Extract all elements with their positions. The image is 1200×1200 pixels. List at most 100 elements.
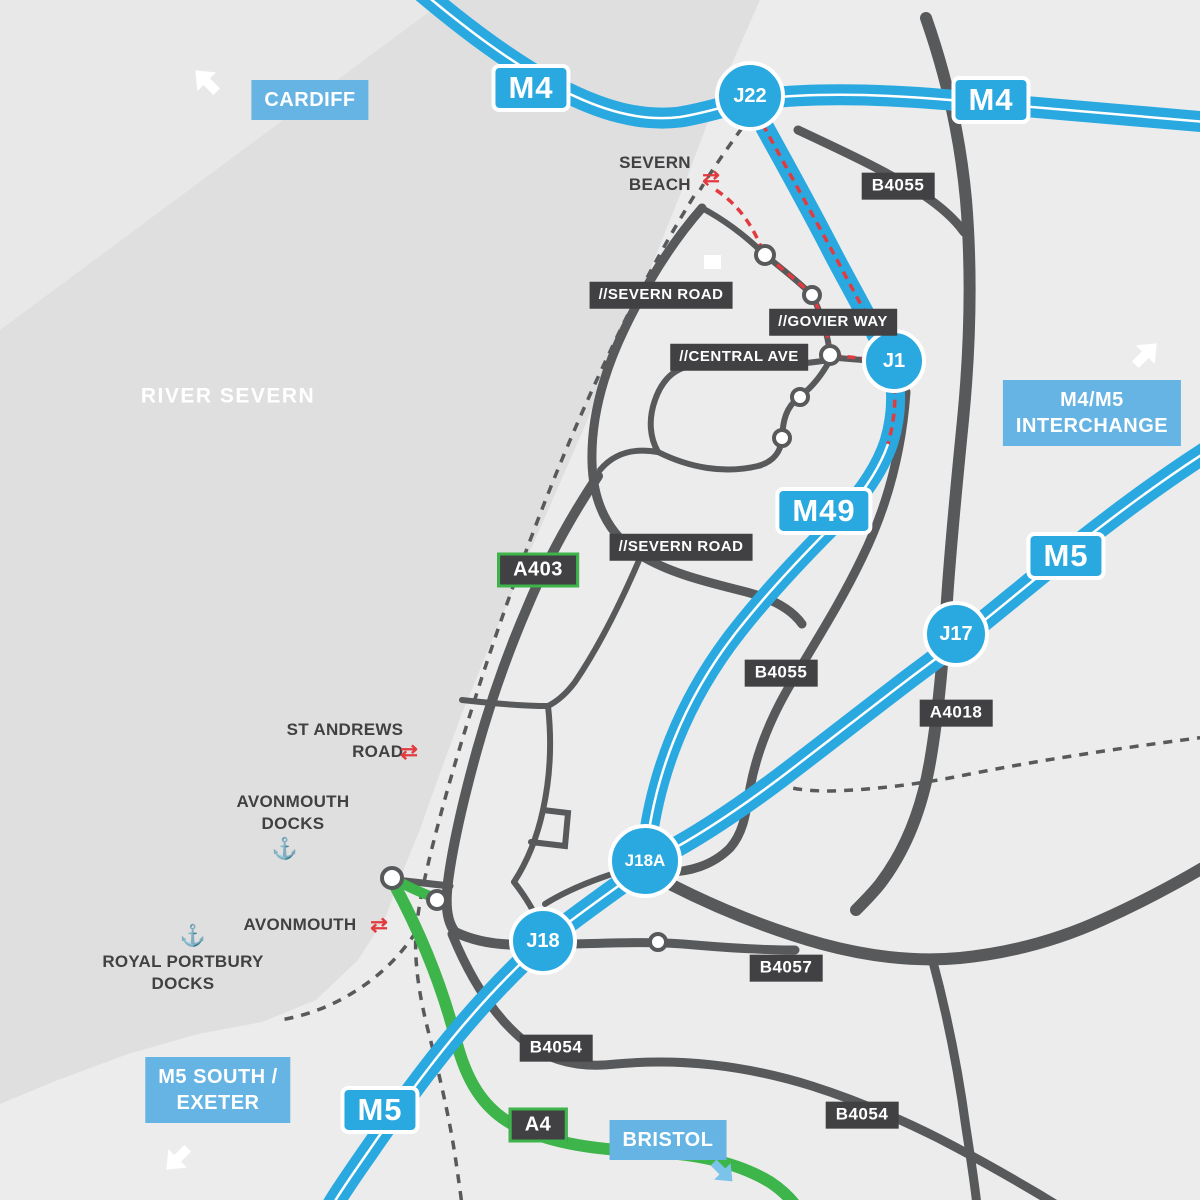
- loop-west-connector: [597, 447, 661, 473]
- rail-icon: ⇄: [702, 166, 720, 190]
- junction-text: J22: [733, 84, 767, 107]
- m4-badge-east: M4: [951, 75, 1031, 125]
- severn-beach-rail-icon: ⇄: [702, 168, 720, 189]
- govier-way-badge: //GOVIER WAY: [769, 308, 897, 336]
- junction-text: J18: [526, 929, 560, 952]
- severn-road-badge-north: //SEVERN ROAD: [589, 281, 733, 309]
- badge-text: A4018: [929, 702, 983, 722]
- label-line: INTERCHANGE: [1015, 415, 1169, 437]
- anchor-icon: ⚓: [271, 837, 299, 861]
- label-line: M4/M5: [1060, 389, 1124, 411]
- rail-icon: ⇄: [400, 740, 418, 764]
- avonmouth-label: AVONMOUTH: [244, 914, 357, 936]
- b4055-badge-south: B4055: [744, 659, 818, 687]
- badge-text: B4054: [529, 1037, 583, 1057]
- severn-road-badge-south: //SEVERN ROAD: [609, 533, 753, 561]
- avonmouth-street-1: [459, 697, 551, 709]
- roundabouts: [380, 244, 841, 952]
- badge-text: M4: [508, 69, 554, 105]
- junction-j17: J17: [923, 601, 989, 667]
- label-line: M5 SOUTH /: [158, 1066, 278, 1088]
- railway-lines: [279, 126, 1200, 1200]
- avonmouth-rail-icon: ⇄: [370, 915, 388, 936]
- a4-badge: A4: [508, 1107, 568, 1143]
- roundabout: [819, 344, 841, 366]
- railway-to-j22: [698, 126, 744, 191]
- label-line: RIVER SEVERN: [140, 384, 316, 408]
- royal-portbury-docks-label: ROYAL PORTBURY DOCKS: [102, 951, 263, 995]
- badge-text: //SEVERN ROAD: [618, 537, 744, 555]
- arrow-icon: [1131, 343, 1157, 369]
- badge-text: //SEVERN ROAD: [598, 285, 724, 303]
- b4057-south-branch: [927, 953, 981, 1200]
- label-line: ROYAL PORTBURY: [102, 951, 264, 971]
- avonmouth-street-3: [528, 807, 572, 850]
- cardiff-label: CARDIFF: [251, 80, 369, 120]
- badge-text: B4055: [871, 175, 925, 195]
- avonmouth-street-6: [542, 871, 615, 907]
- arrow-icon: [195, 70, 221, 96]
- label-line: BEACH: [628, 175, 691, 194]
- m5-south-exeter-label: M5 SOUTH / EXETER: [145, 1057, 291, 1123]
- roundabout: [754, 244, 776, 266]
- junction-j18a: J18A: [608, 824, 682, 898]
- avonmouth-docks-label: AVONMOUTH DOCKS: [237, 791, 350, 835]
- badge-text: M49: [792, 492, 856, 528]
- a4018-eastern-avenue: [850, 12, 976, 916]
- roundabout: [802, 285, 822, 305]
- royal-portbury-anchor-icon: ⚓: [180, 926, 206, 947]
- arrow-icon: [166, 1144, 192, 1170]
- label-line: CARDIFF: [264, 89, 356, 111]
- bristol-label: BRISTOL: [609, 1120, 727, 1160]
- badge-text: B4057: [759, 957, 813, 977]
- route-via-severn-road: [715, 188, 879, 362]
- river-severn-water: [0, 0, 760, 1104]
- badge-text: A403: [513, 558, 563, 581]
- b4057-badge: B4057: [749, 954, 823, 982]
- anchor-icon: ⚓: [179, 924, 207, 948]
- severn-beach-label: SEVERN BEACH: [619, 152, 691, 196]
- badge-text: M5: [357, 1091, 403, 1127]
- j18-east-road: [570, 938, 800, 955]
- rail-icon: ⇄: [370, 913, 388, 937]
- junction-text: J17: [939, 622, 973, 645]
- avonmouth-docks-anchor-icon: ⚓: [272, 839, 298, 860]
- badge-text: M4: [968, 81, 1014, 117]
- badge-text: B4054: [835, 1104, 889, 1124]
- label-line: AVONMOUTH: [236, 791, 350, 811]
- m5-badge-south: M5: [340, 1085, 420, 1135]
- a4018-badge: A4018: [919, 699, 993, 727]
- arrow-icon: [710, 1159, 733, 1182]
- exeter-direction-arrow: [153, 1135, 201, 1183]
- label-line: AVONMOUTH: [243, 914, 357, 934]
- m4-badge-west: M4: [491, 63, 571, 113]
- b4055-road: [663, 387, 911, 877]
- st-andrews-road-rail-icon: ⇄: [400, 742, 418, 763]
- label-line: SEVERN: [619, 152, 691, 172]
- m5-badge-north: M5: [1026, 531, 1106, 581]
- roundabout: [426, 889, 448, 911]
- badge-text: //CENTRAL AVE: [679, 347, 799, 365]
- label-line: ST ANDREWS: [286, 719, 404, 739]
- bristol-direction-arrow: [702, 1151, 744, 1193]
- roundabout: [648, 932, 668, 952]
- junction-j22: J22: [715, 61, 785, 131]
- junction-j1: J1: [862, 329, 926, 393]
- roundabout: [380, 866, 404, 890]
- b4054-badge-east: B4054: [825, 1101, 899, 1129]
- junction-text: J18A: [624, 851, 666, 870]
- building-marker: [704, 255, 721, 269]
- avonmouth-street-5: [545, 555, 643, 709]
- roundabout: [790, 387, 810, 407]
- b4055-badge-north: B4055: [861, 172, 935, 200]
- label-line: ROAD: [352, 742, 404, 761]
- interchange-direction-arrow: [1122, 330, 1170, 378]
- m49-badge: M49: [775, 486, 873, 536]
- badge-text: //GOVIER WAY: [778, 312, 888, 330]
- junction-text: J1: [882, 349, 906, 372]
- cardiff-direction-arrow: [182, 57, 230, 105]
- a403-badge: A403: [497, 552, 579, 588]
- severn-beach-railway: [413, 195, 696, 1200]
- label-line: DOCKS: [151, 974, 215, 993]
